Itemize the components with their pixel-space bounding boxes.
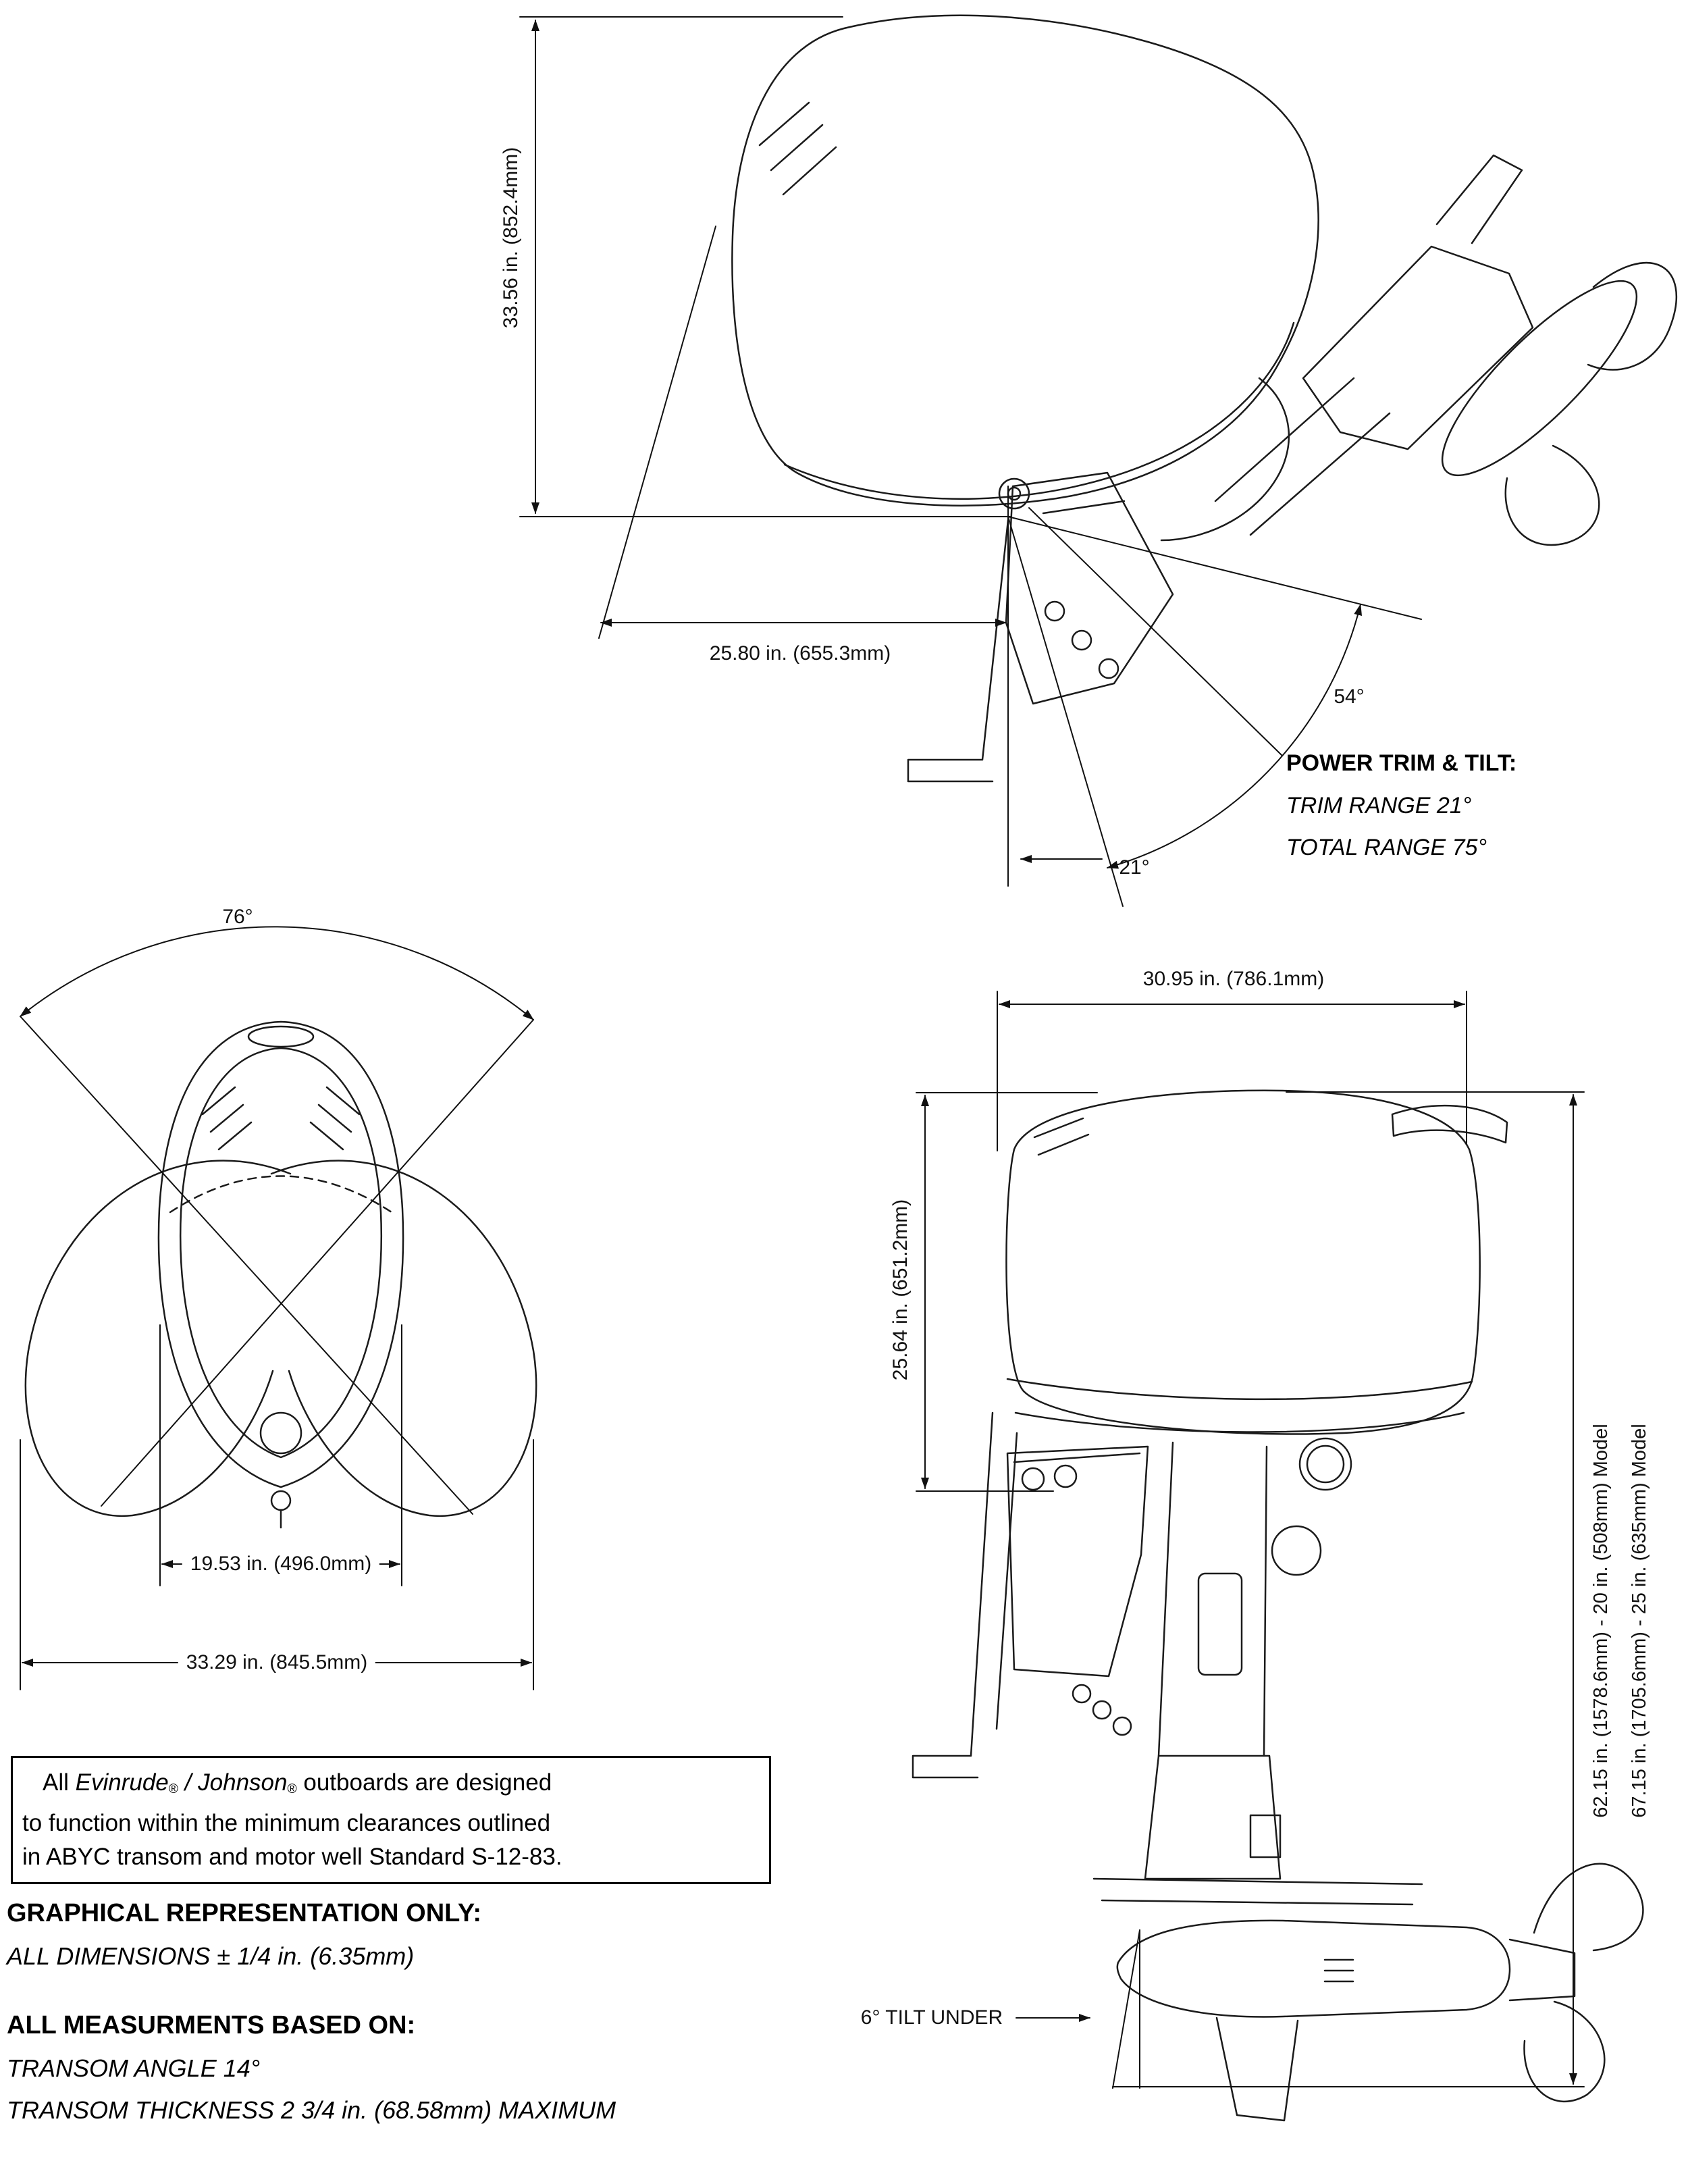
notice-line-2: to function within the minimum clearance…: [22, 1809, 551, 1836]
top-view-outboard-drawing: [24, 1020, 537, 1529]
power-trim-tilt-heading: POWER TRIM & TILT:: [1286, 750, 1517, 776]
notice-line-3: in ABYC transom and motor well Standard …: [22, 1843, 562, 1870]
height-label-25in-model: 67.15 in. (1705.6mm) - 25 in. (635mm) Mo…: [1629, 1424, 1650, 1818]
angle-label-21: 21°: [1119, 856, 1150, 879]
notice-line1-suffix: outboards are designed: [296, 1769, 552, 1796]
dimension-label-cowl-width: 19.53 in. (496.0mm): [182, 1553, 380, 1576]
brand-johnson: Johnson: [198, 1769, 288, 1796]
tilted-outboard-drawing: [731, 14, 1678, 783]
height-label-20in-model: 62.15 in. (1578.6mm) - 20 in. (508mm) Mo…: [1590, 1424, 1612, 1818]
dimension-label-tilt-height: 33.56 in. (852.4mm): [500, 147, 522, 329]
upright-outboard-drawing: [912, 1089, 1644, 2122]
tilt-under-label: 6° TILT UNDER: [860, 2006, 1003, 2029]
notice-line1-prefix: All: [43, 1769, 76, 1796]
transom-thickness-line: TRANSOM THICKNESS 2 3/4 in. (68.58mm) MA…: [7, 2096, 616, 2124]
brand-evinrude: Evinrude: [75, 1769, 169, 1796]
total-range-line: TOTAL RANGE 75°: [1286, 835, 1487, 860]
measurements-heading: ALL MEASURMENTS BASED ON:: [7, 2011, 416, 2039]
all-dimensions-line: ALL DIMENSIONS ± 1/4 in. (6.35mm): [7, 1942, 415, 1970]
dimension-label-tilt-width: 25.80 in. (655.3mm): [709, 642, 891, 665]
dimension-label-cowl-height: 25.64 in. (651.2mm): [889, 1199, 912, 1381]
notice-line-1: All Evinrude® / Johnson® outboards are d…: [22, 1766, 760, 1806]
brand-separator: /: [178, 1769, 199, 1796]
graphical-representation-heading: GRAPHICAL REPRESENTATION ONLY:: [7, 1899, 482, 1927]
power-trim-tilt-block: POWER TRIM & TILT: TRIM RANGE 21° TOTAL …: [1286, 742, 1516, 868]
model-height-labels: 62.15 in. (1578.6mm) - 20 in. (508mm) Mo…: [1582, 1424, 1659, 1817]
angle-label-76: 76°: [222, 906, 253, 928]
transom-angle-line: TRANSOM ANGLE 14°: [7, 2054, 261, 2082]
dimension-lines: [20, 16, 1585, 2089]
dimension-label-side-width: 30.95 in. (786.1mm): [1142, 968, 1325, 990]
registered-mark-icon: ®: [168, 1782, 178, 1796]
trim-range-line: TRIM RANGE 21°: [1286, 793, 1472, 818]
dimension-label-swing-width: 33.29 in. (845.5mm): [178, 1651, 376, 1674]
registered-mark-icon: ®: [287, 1782, 297, 1796]
abyc-notice-box: All Evinrude® / Johnson® outboards are d…: [11, 1756, 771, 1884]
angle-label-54: 54°: [1334, 685, 1365, 708]
